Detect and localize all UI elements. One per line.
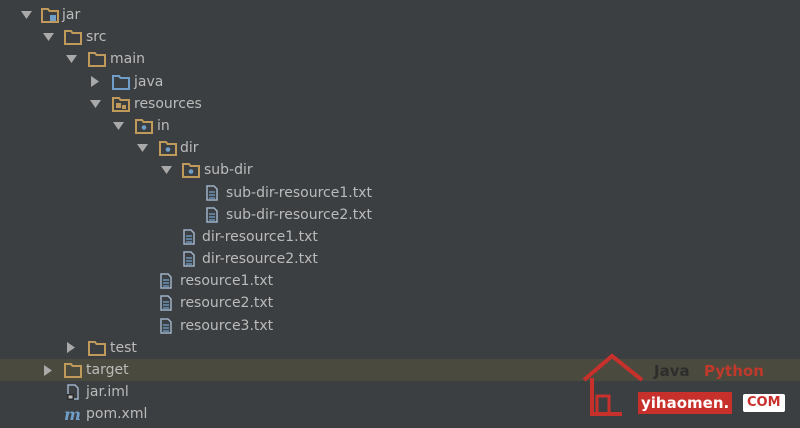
- tree-node-resource3[interactable]: resource3.txt: [0, 315, 800, 337]
- tree-label: in: [157, 117, 170, 134]
- text-file-icon: [182, 229, 196, 245]
- tree-label: dir-resource1.txt: [202, 228, 318, 245]
- watermark-java: Java: [654, 362, 690, 380]
- expanded-arrow-icon[interactable]: [111, 115, 125, 137]
- tree-label: src: [86, 29, 107, 46]
- tree-label: pom.xml: [86, 406, 148, 423]
- tree-label: java: [134, 73, 164, 90]
- tree-node-dir-resource2[interactable]: dir-resource2.txt: [0, 248, 800, 270]
- tree-node-java[interactable]: java: [0, 71, 800, 93]
- tree-node-test[interactable]: test: [0, 337, 800, 359]
- text-file-icon: [205, 184, 219, 201]
- module-file-icon: [66, 384, 80, 401]
- text-file-icon: [182, 251, 196, 267]
- tree-label: sub-dir-resource1.txt: [226, 184, 372, 201]
- package-folder-icon: [159, 140, 177, 157]
- svg-text:m: m: [64, 406, 81, 422]
- tree-label: resource3.txt: [180, 317, 274, 334]
- tree-label: resources: [134, 95, 202, 112]
- tree-label: test: [110, 339, 137, 356]
- maven-icon: m: [64, 406, 82, 422]
- package-folder-icon: [135, 118, 153, 134]
- source-folder-icon: [112, 74, 130, 90]
- expanded-arrow-icon[interactable]: [88, 93, 102, 115]
- tree-node-dir[interactable]: dir: [0, 137, 800, 159]
- expanded-arrow-icon[interactable]: [159, 159, 173, 181]
- folder-icon: [88, 51, 106, 68]
- expanded-arrow-icon[interactable]: [41, 26, 55, 48]
- tree-node-pom-xml[interactable]: m pom.xml: [0, 403, 800, 425]
- tree-label: jar.iml: [86, 384, 129, 401]
- tree-label: target: [86, 362, 129, 378]
- folder-icon: [64, 362, 82, 378]
- tree-node-in[interactable]: in: [0, 115, 800, 137]
- collapsed-arrow-icon[interactable]: [64, 337, 78, 359]
- tree-label: resource2.txt: [180, 295, 274, 312]
- tree-label: jar: [62, 7, 81, 23]
- tree-node-main[interactable]: main: [0, 48, 800, 70]
- folder-icon: [64, 29, 82, 46]
- tree-node-resource1[interactable]: resource1.txt: [0, 270, 800, 292]
- expanded-arrow-icon[interactable]: [135, 137, 149, 159]
- house-logo-icon: [582, 353, 644, 416]
- tree-label: dir-resource2.txt: [202, 251, 318, 268]
- text-file-icon: [205, 206, 219, 223]
- collapsed-arrow-icon[interactable]: [41, 359, 55, 381]
- tree-node-sub-dir-resource1[interactable]: sub-dir-resource1.txt: [0, 182, 800, 204]
- tree-node-jar[interactable]: jar: [0, 4, 800, 26]
- collapsed-arrow-icon[interactable]: [88, 71, 102, 93]
- watermark-tld: COM: [743, 394, 785, 412]
- tree-label: resource1.txt: [180, 273, 274, 290]
- tree-label: sub-dir: [204, 162, 253, 179]
- watermark-python: Python: [704, 362, 764, 380]
- tree-label: dir: [180, 140, 199, 157]
- tree-label: sub-dir-resource2.txt: [226, 206, 372, 223]
- expanded-arrow-icon[interactable]: [64, 48, 78, 70]
- tree-node-sub-dir[interactable]: sub-dir: [0, 159, 800, 181]
- tree-node-dir-resource1[interactable]: dir-resource1.txt: [0, 226, 800, 248]
- tree-node-sub-dir-resource2[interactable]: sub-dir-resource2.txt: [0, 204, 800, 226]
- folder-icon: [88, 340, 106, 356]
- tree-node-src[interactable]: src: [0, 26, 800, 48]
- text-file-icon: [159, 295, 173, 312]
- tree-label: main: [110, 51, 145, 68]
- expanded-arrow-icon[interactable]: [19, 4, 33, 26]
- text-file-icon: [159, 273, 173, 289]
- package-folder-icon: [182, 162, 200, 179]
- text-file-icon: [159, 317, 173, 334]
- watermark: Java Python yihaomen. COM: [582, 352, 792, 418]
- resources-folder-icon: [112, 96, 130, 112]
- tree-node-resource2[interactable]: resource2.txt: [0, 292, 800, 314]
- tree-node-resources[interactable]: resources: [0, 93, 800, 115]
- tree-node-jar-iml[interactable]: jar.iml: [0, 381, 800, 403]
- watermark-domain: yihaomen.: [638, 392, 733, 414]
- module-folder-icon: [41, 7, 59, 23]
